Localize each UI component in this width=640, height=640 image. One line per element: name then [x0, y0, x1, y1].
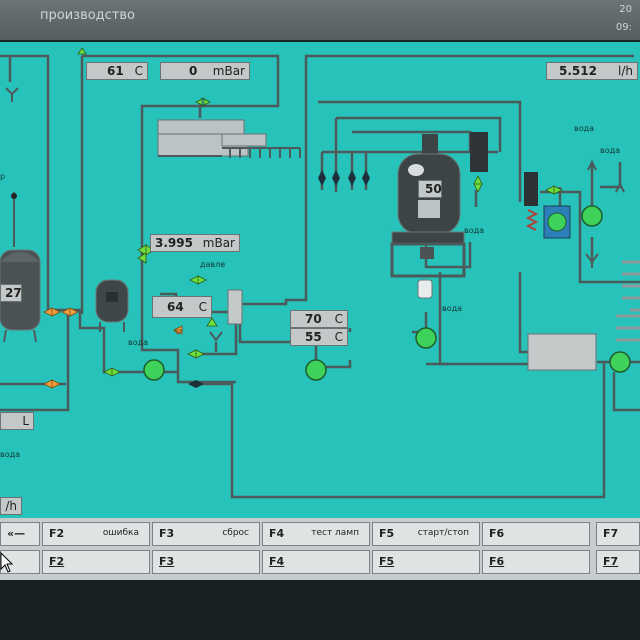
temp-pair-1-value: 70 [305, 312, 322, 326]
row2-f3-key[interactable]: F3 [152, 550, 260, 574]
pressure-mid-value: 3.995 [155, 236, 193, 250]
pump-2 [305, 359, 327, 381]
valve-2 [137, 252, 147, 264]
f6-key-label: F6 [489, 527, 505, 540]
valve-3 [189, 275, 207, 285]
f3-key-text: сброс [222, 528, 249, 538]
mouse-cursor-icon [0, 552, 14, 573]
title-bar: производство 20 09: [0, 0, 640, 40]
pipe-network [0, 47, 640, 499]
tank-left-level-value: 27 [5, 286, 22, 300]
f6-key[interactable]: F6 [482, 522, 590, 546]
label-voda-4: вода [442, 304, 463, 313]
pressure-top-unit: mBar [212, 64, 245, 78]
temp-pair-1-display: 70 C [290, 310, 348, 328]
valve-orange-3 [173, 325, 183, 335]
window-title: производство [40, 8, 136, 23]
pressure-mid-unit: mBar [202, 236, 235, 250]
valve-10 [77, 47, 87, 55]
row2-f5-key[interactable]: F5 [372, 550, 480, 574]
label-voda-6: вода [0, 450, 21, 459]
valve-orange-1 [43, 307, 61, 317]
left-tank [0, 192, 41, 343]
volume-left-unit: L [22, 414, 29, 428]
valve-9 [195, 97, 211, 107]
row2-f6-key[interactable]: F6 [482, 550, 590, 574]
function-key-bar: «— F2 ошибка F3 сброс F4 тест ламп F5 ст… [0, 518, 640, 580]
temp-top-unit: C [134, 64, 143, 78]
flow-top-value: 5.512 [559, 64, 597, 78]
flow-top-display: 5.512 l/h [546, 62, 638, 80]
temp-hx-unit: C [198, 300, 207, 314]
f4-key-text: тест ламп [311, 528, 359, 538]
f4-lamp-test-key[interactable]: F4 тест ламп [262, 522, 370, 546]
back-key[interactable]: «— [0, 522, 40, 546]
valve-4 [187, 349, 205, 359]
volume-left-display: L [0, 412, 34, 430]
tank-left-level-display: 27 [0, 284, 22, 302]
f5-key-text: старт/стоп [417, 528, 469, 538]
f7-key[interactable]: F7 [596, 522, 640, 546]
temp-top-value: 61 [107, 64, 124, 78]
label-davlenie: давле [200, 260, 226, 269]
temp-pair-2-unit: C [334, 330, 343, 344]
valve-6 [103, 367, 121, 377]
f5-start-stop-key[interactable]: F5 старт/стоп [372, 522, 480, 546]
valve-7 [473, 175, 483, 193]
f3-reset-key[interactable]: F3 сброс [152, 522, 260, 546]
pump-5 [609, 351, 631, 373]
label-voda-1: вода [574, 124, 595, 133]
f2-error-key[interactable]: F2 ошибка [42, 522, 150, 546]
date-readout: 20 [619, 4, 632, 15]
back-key-label: «— [7, 527, 26, 540]
temp-pair-1-unit: C [334, 312, 343, 326]
flow-top-unit: l/h [618, 64, 633, 78]
row2-f6-label: F6 [489, 555, 505, 568]
f2-key-text: ошибка [102, 528, 139, 538]
vessel-level-value: 50 [425, 182, 442, 196]
temp-pair-2-display: 55 C [290, 328, 348, 346]
row2-f4-key[interactable]: F4 [262, 550, 370, 574]
flow-left-display: /h [0, 497, 22, 515]
temp-hx-value: 64 [167, 300, 184, 314]
small-vessel [95, 279, 129, 332]
pump-3 [415, 327, 437, 349]
valve-5 [206, 317, 218, 327]
f4-key-label: F4 [269, 527, 285, 540]
process-mimic: 61 C 0 mBar 5.512 l/h 3.995 mBar 64 C 70… [0, 42, 640, 518]
pump-1 [143, 359, 165, 381]
f5-key-label: F5 [379, 527, 395, 540]
label-voda-5: вода [128, 338, 149, 347]
pump-4 [581, 205, 603, 227]
f7-key-label: F7 [603, 527, 619, 540]
filling-machine [157, 119, 267, 157]
pressure-top-value: 0 [189, 64, 198, 78]
time-readout: 09: [615, 22, 632, 33]
temp-top-display: 61 C [86, 62, 148, 80]
valve-8 [545, 185, 563, 195]
row2-f3-label: F3 [159, 555, 175, 568]
f3-key-label: F3 [159, 527, 175, 540]
row2-f2-key[interactable]: F2 [42, 550, 150, 574]
row2-f7-key[interactable]: F7 [596, 550, 640, 574]
row2-f2-label: F2 [49, 555, 65, 568]
heater-unit [524, 172, 571, 239]
label-voda-3: вода [464, 226, 485, 235]
row2-f4-label: F4 [269, 555, 285, 568]
vessel-level-display: 50 [418, 180, 442, 198]
valve-orange-4 [43, 379, 61, 389]
flow-left-unit: /h [5, 499, 17, 513]
f2-key-label: F2 [49, 527, 65, 540]
label-side-p: р [0, 172, 6, 181]
row2-f7-label: F7 [603, 555, 619, 568]
label-voda-2: вода [600, 146, 621, 155]
pressure-top-display: 0 mBar [160, 62, 250, 80]
temp-hx-display: 64 C [152, 296, 212, 318]
row2-f5-label: F5 [379, 555, 395, 568]
valve-orange-2 [61, 307, 79, 317]
pressure-mid-display: 3.995 mBar [150, 234, 240, 252]
monitor-bezel [0, 580, 640, 640]
temp-pair-2-value: 55 [305, 330, 322, 344]
